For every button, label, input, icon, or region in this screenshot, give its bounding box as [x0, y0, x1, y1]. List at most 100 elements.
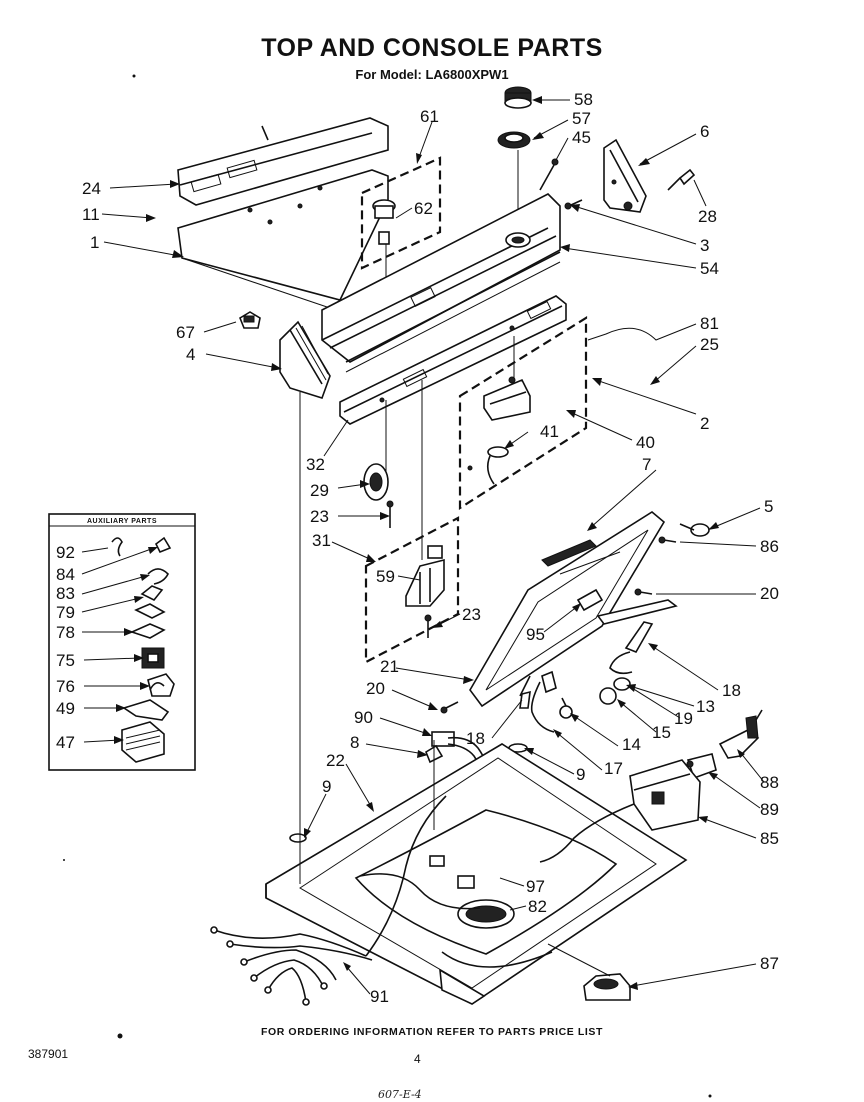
model-subtitle: For Model: LA6800XPW1 [355, 67, 509, 82]
callout-label: 90 [354, 708, 373, 727]
speck [708, 1094, 712, 1098]
callout-label: 88 [760, 773, 779, 792]
grommet-part [599, 677, 631, 705]
callout-label: 84 [56, 565, 75, 584]
speck [132, 74, 136, 78]
screw-part [386, 500, 394, 528]
callout-label: 18 [722, 681, 741, 700]
callout-label: 9 [322, 777, 331, 796]
callout-label: 49 [56, 699, 75, 718]
ordering-note: FOR ORDERING INFORMATION REFER TO PARTS … [260, 1026, 604, 1038]
screw-part [539, 158, 559, 191]
callout-label: 29 [310, 481, 329, 500]
callout-label: 62 [414, 199, 433, 218]
callout-label: 2 [700, 414, 709, 433]
lid-bumper-part [679, 523, 710, 537]
callout-label: 20 [366, 679, 385, 698]
callout-label: 78 [56, 623, 75, 642]
switch-housing-part [539, 759, 701, 863]
callout-label: 61 [420, 107, 439, 126]
lid-hinge-part [596, 599, 678, 625]
page-number: 4 [414, 1052, 421, 1066]
callout-label: 7 [642, 455, 651, 474]
spring-part [559, 697, 573, 719]
callout-label: 11 [82, 205, 100, 224]
callout-label: 8 [350, 733, 359, 752]
callout-label: 25 [700, 335, 719, 354]
callout-label: 75 [56, 651, 75, 670]
leveling-foot-part [583, 973, 631, 1001]
callout-label: 81 [700, 314, 719, 333]
callout-label: 40 [636, 433, 655, 452]
auxiliary-parts-box: AUXILIARY PARTS [48, 513, 196, 771]
callout-label: 76 [56, 677, 75, 696]
callout-label: 59 [376, 567, 395, 586]
callout-label: 89 [760, 800, 779, 819]
wire-harness-part [210, 795, 447, 1006]
callout-label: 82 [528, 897, 547, 916]
timer-knob-part [504, 86, 532, 109]
callout-label: 4 [186, 345, 195, 364]
selector-switch-group [364, 380, 460, 664]
callout-label: 58 [574, 90, 593, 109]
auxiliary-parts-heading: AUXILIARY PARTS [87, 518, 157, 525]
callout-label: 32 [306, 455, 325, 474]
callout-label: 22 [326, 751, 345, 770]
callout-numbers: 58 57 45 6 61 24 62 11 28 1 3 54 67 4 81… [56, 90, 779, 1006]
switch-assembly-group [458, 316, 588, 511]
console-bracket-part [339, 295, 567, 425]
speck [63, 859, 65, 861]
callout-label: 5 [764, 497, 773, 516]
screw-part [440, 701, 459, 714]
callout-label: 24 [82, 179, 101, 198]
lid-part [469, 511, 666, 708]
callout-label: 31 [312, 531, 331, 550]
callout-label: 23 [462, 605, 481, 624]
callout-label: 19 [674, 709, 693, 728]
right-end-cap-part [603, 138, 647, 213]
callout-label: 57 [572, 109, 591, 128]
callout-label: 23 [310, 507, 329, 526]
leader-line [547, 943, 611, 977]
callout-label: 45 [572, 128, 591, 147]
callout-label: 85 [760, 829, 779, 848]
callout-label: 47 [56, 733, 75, 752]
callout-label: 54 [700, 259, 719, 278]
rear-bracket-part [177, 117, 389, 206]
callout-label: 15 [652, 723, 671, 742]
screw-part [564, 199, 583, 210]
clip-part [239, 311, 261, 329]
callout-label: 97 [526, 877, 545, 896]
callout-label: 13 [696, 697, 715, 716]
top-panel-part [265, 743, 688, 1005]
callout-label: 41 [540, 422, 559, 441]
lid-switch-part [609, 621, 654, 675]
callout-label: 91 [370, 987, 389, 1006]
callout-label: 28 [698, 207, 717, 226]
callout-label: 6 [700, 122, 709, 141]
console-part [321, 193, 561, 373]
clip-part [289, 833, 307, 843]
lid-switch-part [686, 753, 717, 780]
page-title: TOP AND CONSOLE PARTS [261, 34, 603, 62]
left-end-cap-part [279, 320, 331, 399]
timer-part [363, 400, 389, 501]
screw-part [634, 588, 653, 596]
hinge-rod-part [519, 670, 557, 733]
callout-label: 83 [56, 584, 75, 603]
callout-label: 79 [56, 603, 75, 622]
knob-assembly-group [360, 156, 442, 320]
screw-part [658, 536, 677, 544]
callout-label: 18 [466, 729, 485, 748]
callout-label: 95 [526, 625, 545, 644]
lid-switch-actuator-part [718, 709, 763, 759]
screw-part [667, 168, 696, 191]
document-number: 387901 [28, 1047, 69, 1061]
callout-label: 3 [700, 236, 709, 255]
handwritten-note: 607-E-4 [378, 1088, 422, 1101]
callout-label: 9 [576, 765, 585, 784]
callout-label: 1 [90, 233, 99, 252]
callout-label: 21 [380, 657, 399, 676]
